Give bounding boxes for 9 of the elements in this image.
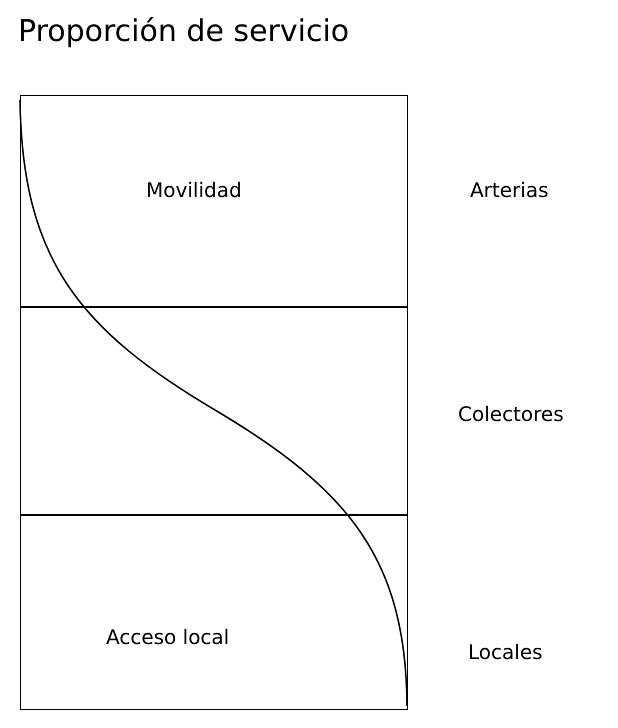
chart-band [20, 514, 408, 710]
title: Proporción de servicio [18, 14, 350, 49]
category-label: Colectores [458, 402, 564, 426]
chart-band [20, 95, 408, 308]
category-label: Locales [468, 640, 543, 664]
band-label: Movilidad [146, 178, 242, 202]
category-label: Arterias [470, 178, 549, 202]
chart-band [20, 306, 408, 516]
band-label: Acceso local [106, 625, 230, 649]
